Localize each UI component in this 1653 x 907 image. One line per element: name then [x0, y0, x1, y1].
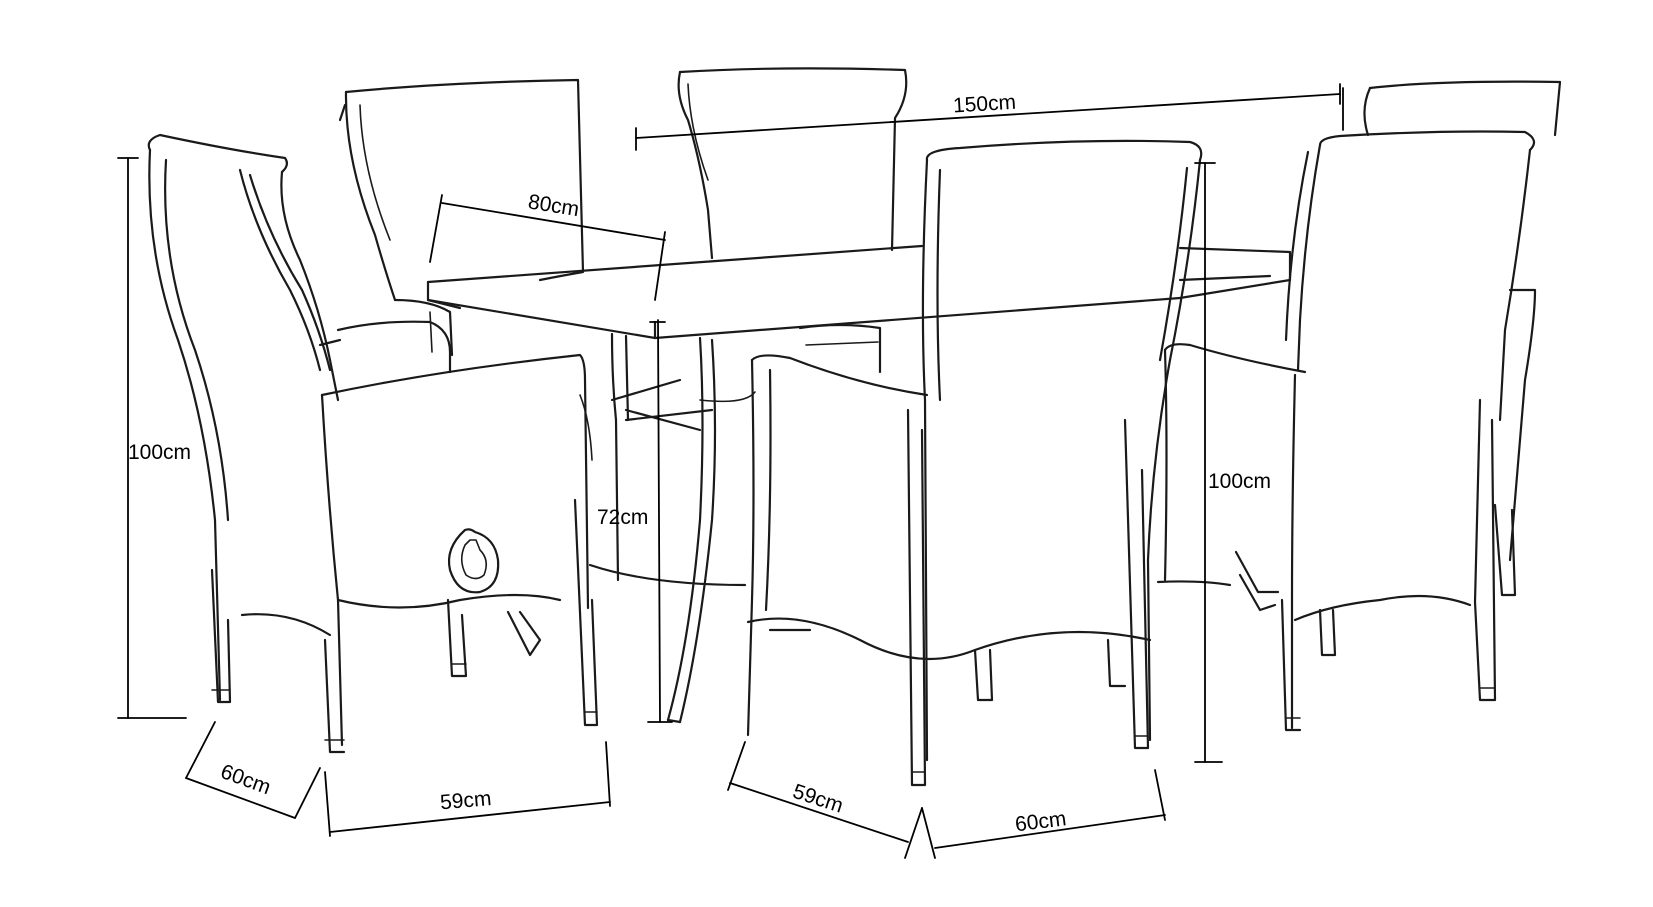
table-depth-label: 80cm — [526, 190, 580, 221]
table — [426, 244, 1292, 724]
front-left-chair — [147, 133, 599, 754]
right-chair — [1156, 130, 1537, 732]
table-height-label: 72cm — [597, 506, 648, 529]
front-center-chair — [746, 139, 1203, 787]
back-right-chair — [1363, 80, 1562, 137]
dimension-lines — [117, 83, 1344, 859]
chair-width-left-label: 59cm — [439, 787, 492, 814]
table-width-label: 150cm — [952, 91, 1016, 118]
chair-depth-front-label: 60cm — [1014, 807, 1068, 836]
back-left-chair — [338, 78, 585, 357]
chair-height-left-label: 100cm — [128, 441, 191, 464]
chair-height-right-label: 100cm — [1208, 470, 1271, 493]
